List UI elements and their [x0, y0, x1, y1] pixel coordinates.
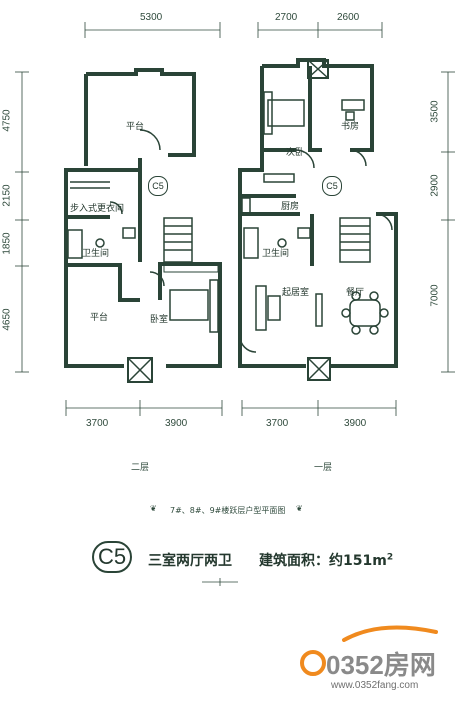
floor-label-right: 一层: [314, 463, 333, 473]
dim-right-2: 2900: [429, 174, 441, 197]
ornament-right: ❦: [296, 504, 303, 513]
site-logo-text: 0352房网: [326, 650, 436, 680]
room-dining: 餐厅: [346, 288, 365, 298]
room-study: 书房: [341, 122, 360, 132]
layout-title: 三室两厅两卫: [148, 553, 232, 569]
room-terrace-bottom: 平台: [90, 313, 109, 323]
plan-caption: 7#、8#、9#楼跃层户型平面图: [170, 506, 286, 515]
scale-mark: [202, 578, 238, 586]
area-label: 建筑面积：约151m2: [259, 550, 393, 570]
dim-left-4: 4650: [1, 308, 13, 331]
room-second-bedroom: 次卧: [286, 148, 305, 158]
area-text: 建筑面积：约151m: [259, 553, 387, 569]
area-superscript: 2: [386, 552, 394, 563]
roof-logo-icon: [342, 625, 438, 642]
logo-ring-icon: [300, 650, 326, 676]
dim-left-1: 4750: [1, 109, 13, 132]
unit-mark-right: C5: [322, 176, 342, 196]
room-kitchen: 厨房: [281, 202, 300, 212]
site-url: www.0352fang.com: [331, 680, 419, 691]
room-walkin-closet: 步入式更衣间: [70, 204, 125, 214]
ornament-left: ❦: [150, 504, 157, 513]
dim-right-1: 3500: [429, 100, 441, 123]
floor-label-left: 二层: [131, 463, 150, 473]
dim-top-right-a: 2700: [275, 12, 298, 23]
floor-plan-drawing: [15, 22, 455, 416]
room-bedroom-2f: 卧室: [150, 315, 169, 325]
unit-mark-left: C5: [148, 176, 168, 196]
dim-top-left: 5300: [140, 12, 163, 23]
room-living: 起居室: [282, 288, 310, 298]
room-bath-2f: 卫生间: [82, 249, 110, 259]
dim-bottom-left-b: 3900: [165, 418, 188, 429]
unit-badge: C5: [92, 541, 132, 573]
dim-top-right-b: 2600: [337, 12, 360, 23]
dim-bottom-right-b: 3900: [344, 418, 367, 429]
dim-bottom-right-a: 3700: [266, 418, 289, 429]
dim-left-2: 2150: [1, 184, 13, 207]
room-terrace-top: 平台: [126, 122, 145, 132]
dim-left-3: 1850: [1, 232, 13, 255]
dim-right-3: 7000: [429, 284, 441, 307]
dim-bottom-left-a: 3700: [86, 418, 109, 429]
room-bath-1f: 卫生间: [262, 249, 290, 259]
